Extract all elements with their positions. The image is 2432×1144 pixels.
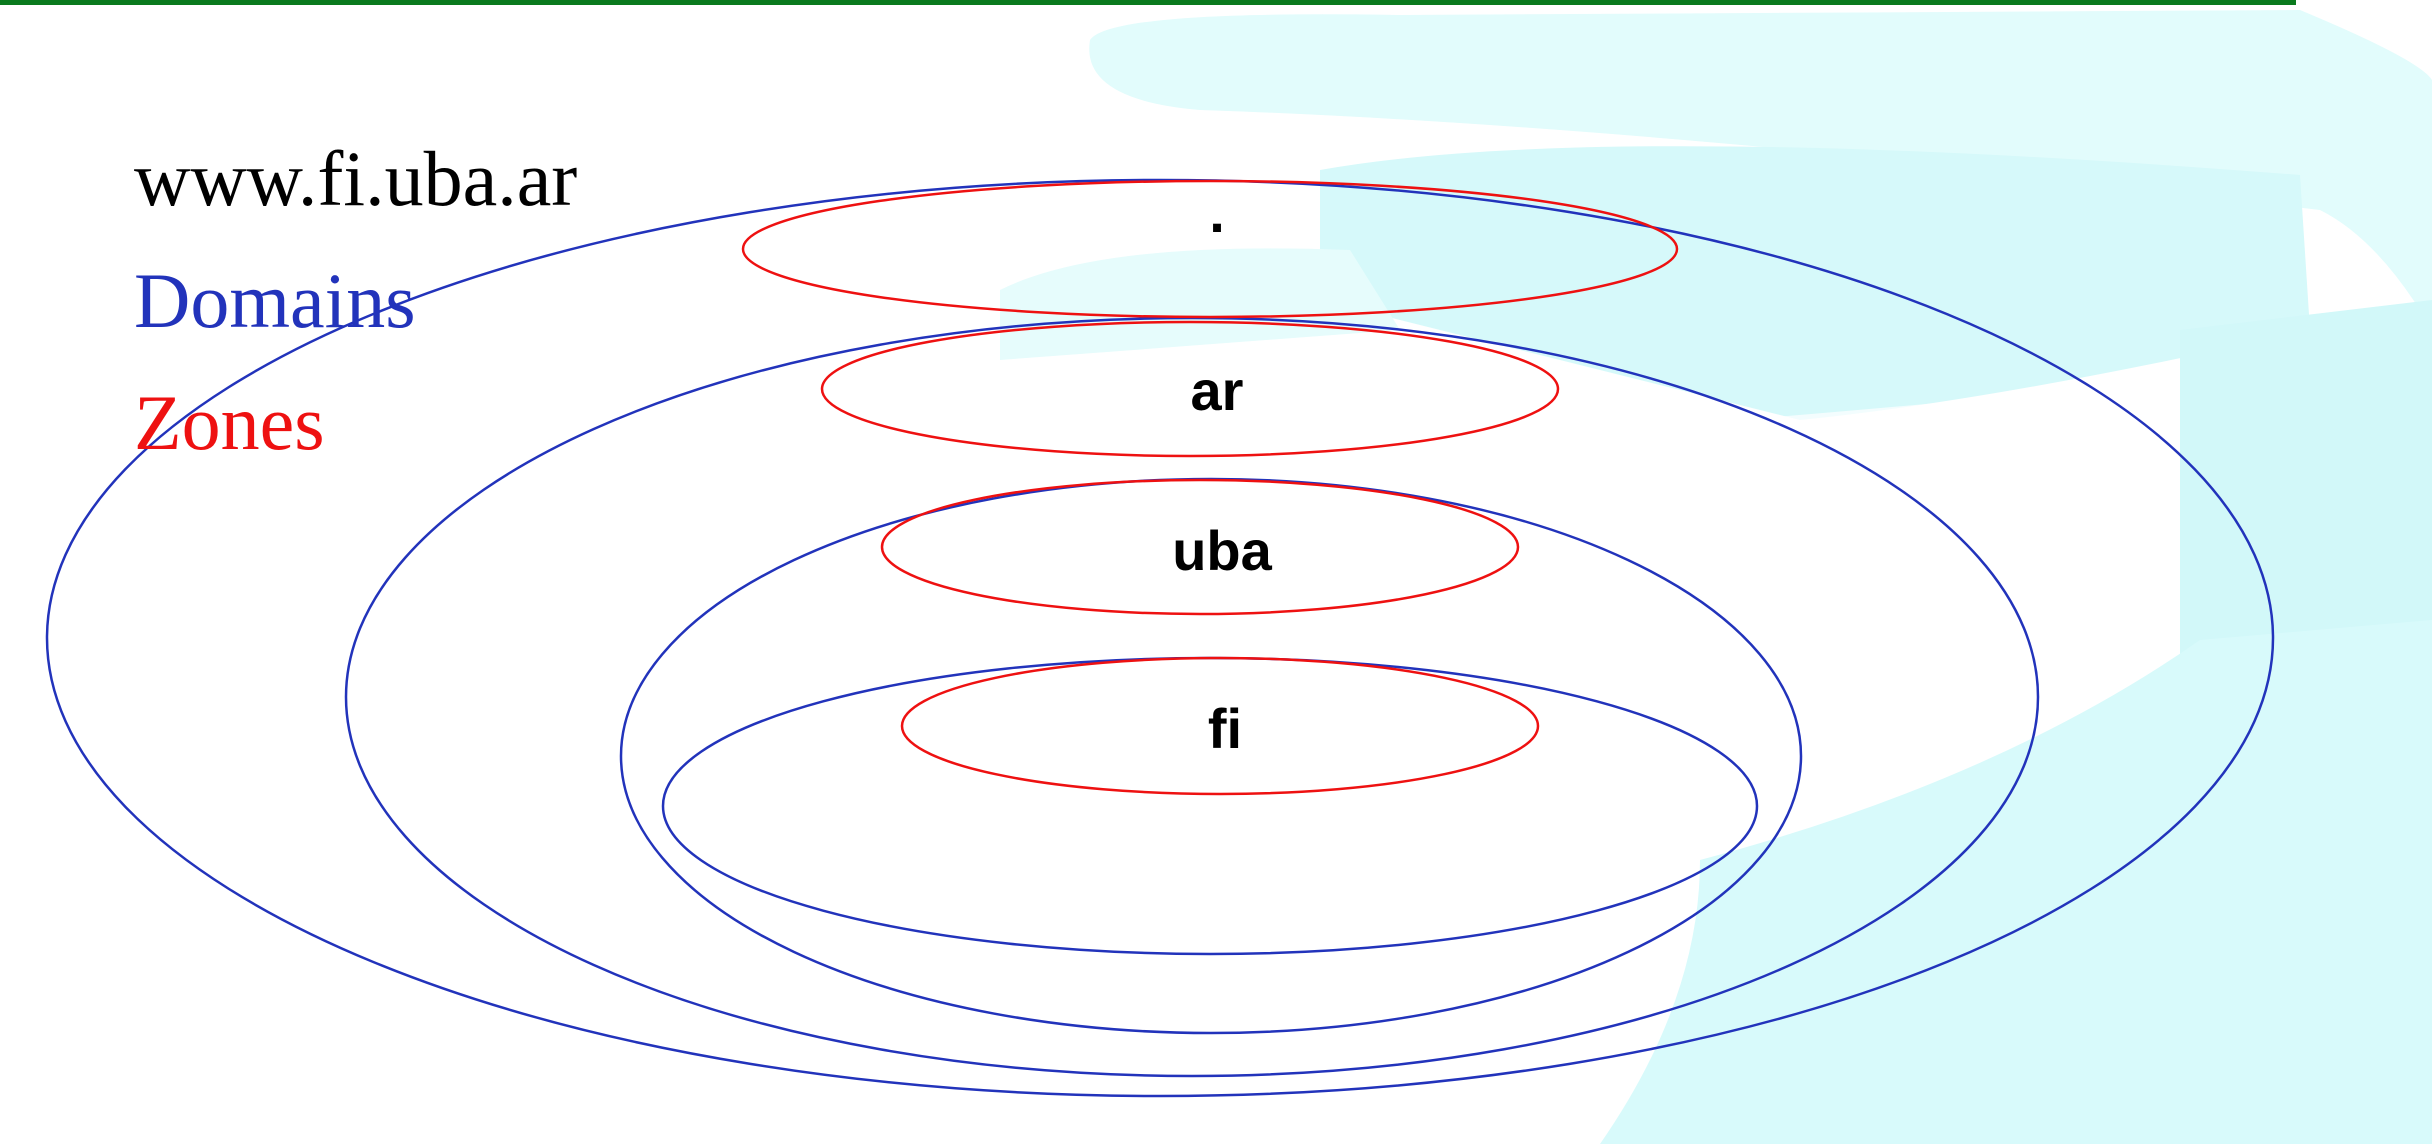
hostname-text: www.fi.uba.ar (134, 135, 578, 222)
zone-ar (820, 320, 1560, 458)
domain-ar (344, 316, 2040, 1078)
legend: www.fi.uba.ar Domains Zones (134, 118, 577, 484)
node-label-root: . (1209, 181, 1225, 244)
zone-uba (880, 478, 1520, 616)
legend-zones: Zones (134, 379, 325, 466)
domain-root (45, 178, 2275, 1098)
zone-fi (900, 656, 1540, 796)
legend-domains: Domains (134, 257, 416, 344)
node-label-ar: ar (1191, 359, 1244, 422)
node-label-fi: fi (1208, 697, 1242, 760)
zone-root (741, 179, 1679, 319)
top-rule (0, 0, 2296, 5)
node-label-uba: uba (1172, 519, 1272, 582)
